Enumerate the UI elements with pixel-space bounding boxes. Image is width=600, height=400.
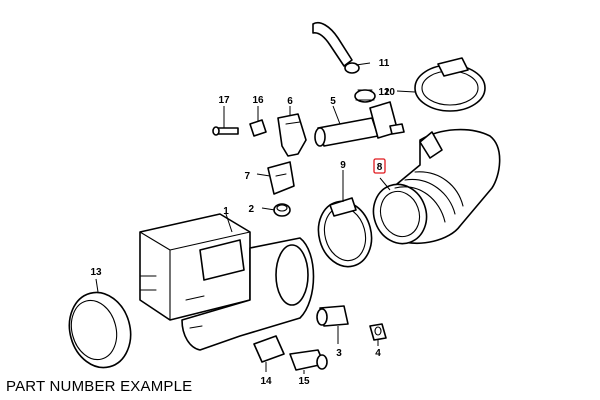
part-9-clamp[interactable] bbox=[311, 195, 378, 272]
callout-14: 14 bbox=[260, 376, 272, 387]
callout-15: 15 bbox=[298, 376, 310, 387]
callout-3: 3 bbox=[336, 348, 342, 359]
callout-5: 5 bbox=[330, 96, 336, 107]
callout-2: 2 bbox=[248, 204, 254, 215]
callout-4: 4 bbox=[375, 348, 381, 359]
part-11-hose[interactable] bbox=[312, 22, 360, 74]
part-1-airflow-meter[interactable] bbox=[139, 213, 315, 351]
leader-lines bbox=[95, 62, 416, 374]
part-10-clamp[interactable] bbox=[414, 57, 486, 112]
callout-11: 11 bbox=[379, 58, 390, 69]
callout-7: 7 bbox=[244, 171, 250, 182]
callout-8: 8 bbox=[377, 162, 383, 173]
callout-1: 1 bbox=[223, 206, 229, 217]
callout-9: 9 bbox=[340, 160, 346, 171]
callout-16: 16 bbox=[252, 95, 264, 106]
part-8-intake-boot[interactable] bbox=[365, 128, 501, 251]
part-7-bracket[interactable] bbox=[267, 161, 295, 195]
callout-12: 12 bbox=[378, 87, 390, 98]
callout-10: 10 bbox=[384, 87, 396, 98]
callout-17: 17 bbox=[218, 95, 230, 106]
part-5-valve[interactable] bbox=[314, 101, 405, 147]
part-15-plug[interactable] bbox=[289, 349, 328, 371]
part-2-grommet[interactable] bbox=[273, 203, 291, 217]
part-12-clamp[interactable] bbox=[354, 89, 376, 103]
part-14-connector[interactable] bbox=[253, 335, 285, 363]
part-3-sensor[interactable] bbox=[316, 305, 349, 327]
part-4-nut[interactable] bbox=[369, 323, 387, 341]
callout-8-highlight bbox=[373, 158, 386, 174]
part-16-nut[interactable] bbox=[249, 119, 267, 137]
part-17-screw[interactable] bbox=[212, 126, 239, 136]
part-6-bracket[interactable] bbox=[277, 113, 307, 157]
callout-labels: 1 2 3 4 5 6 7 8 9 10 11 12 13 14 15 16 1… bbox=[90, 58, 395, 387]
caption: PART NUMBER EXAMPLE bbox=[6, 378, 193, 395]
callout-6: 6 bbox=[287, 96, 293, 107]
part-13-ring[interactable] bbox=[61, 286, 139, 375]
callout-13: 13 bbox=[90, 267, 102, 278]
